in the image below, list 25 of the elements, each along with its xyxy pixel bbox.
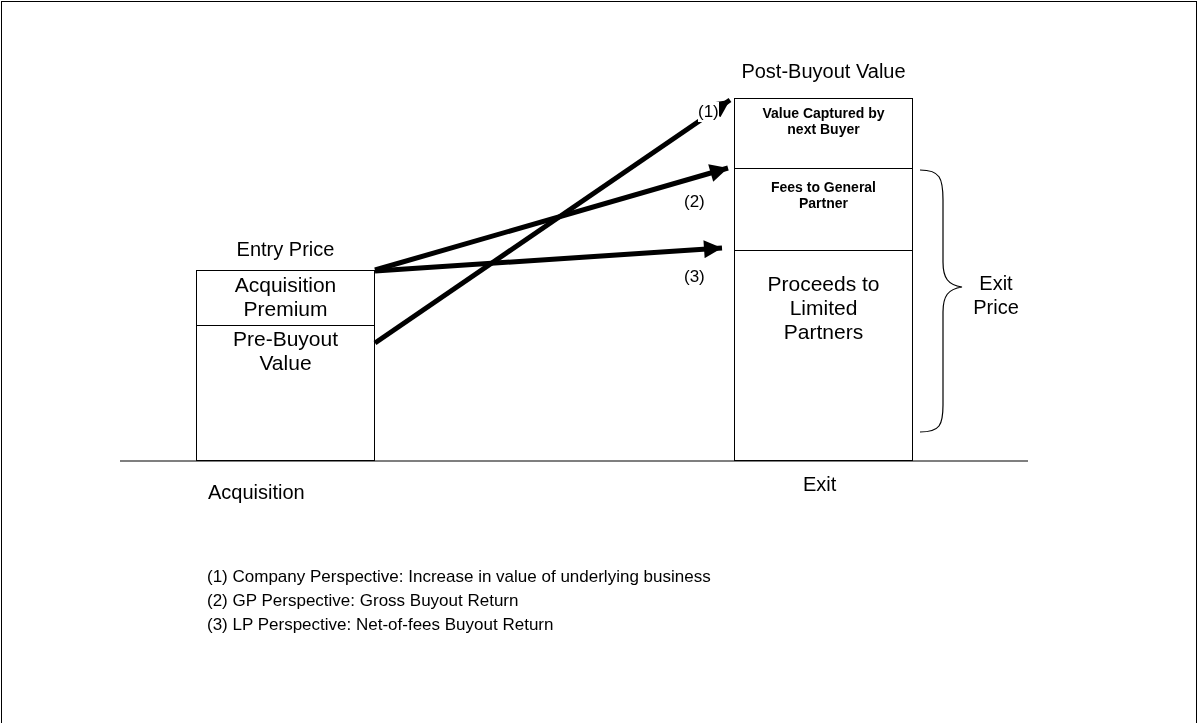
segment-label: Fees to General Partner [769,179,877,212]
value-segment [196,270,375,326]
segment-label: Pre-Buyout Value [231,327,340,376]
edge-label: (3) [684,267,705,287]
value-segment [734,250,913,461]
value-segment [734,98,913,169]
footnote: (2) GP Perspective: Gross Buyout Return [207,591,519,611]
stacked-value-column [734,60,913,461]
edge-label: (2) [684,192,705,212]
stacked-value-column [196,238,375,461]
column-heading: Entry Price [235,238,336,261]
axis-category-label: Acquisition [208,481,305,504]
arrow [373,97,732,346]
segment-label: Value Captured by next Buyer [761,105,886,138]
segment-label: Proceeds to Limited Partners [766,272,881,345]
arrow [374,240,723,274]
value-segment [734,168,913,251]
edge-label: (1) [698,102,719,122]
brace-label: Exit Price [972,271,1020,319]
footnote: (1) Company Perspective: Increase in value of underlying business [207,567,711,587]
footnote: (3) LP Perspective: Net-of-fees Buyout Return [207,615,554,635]
value-segment [196,325,375,461]
column-heading: Post-Buyout Value [740,60,907,83]
axis-category-label: Exit [803,473,837,496]
segment-label: Acquisition Premium [233,273,338,322]
